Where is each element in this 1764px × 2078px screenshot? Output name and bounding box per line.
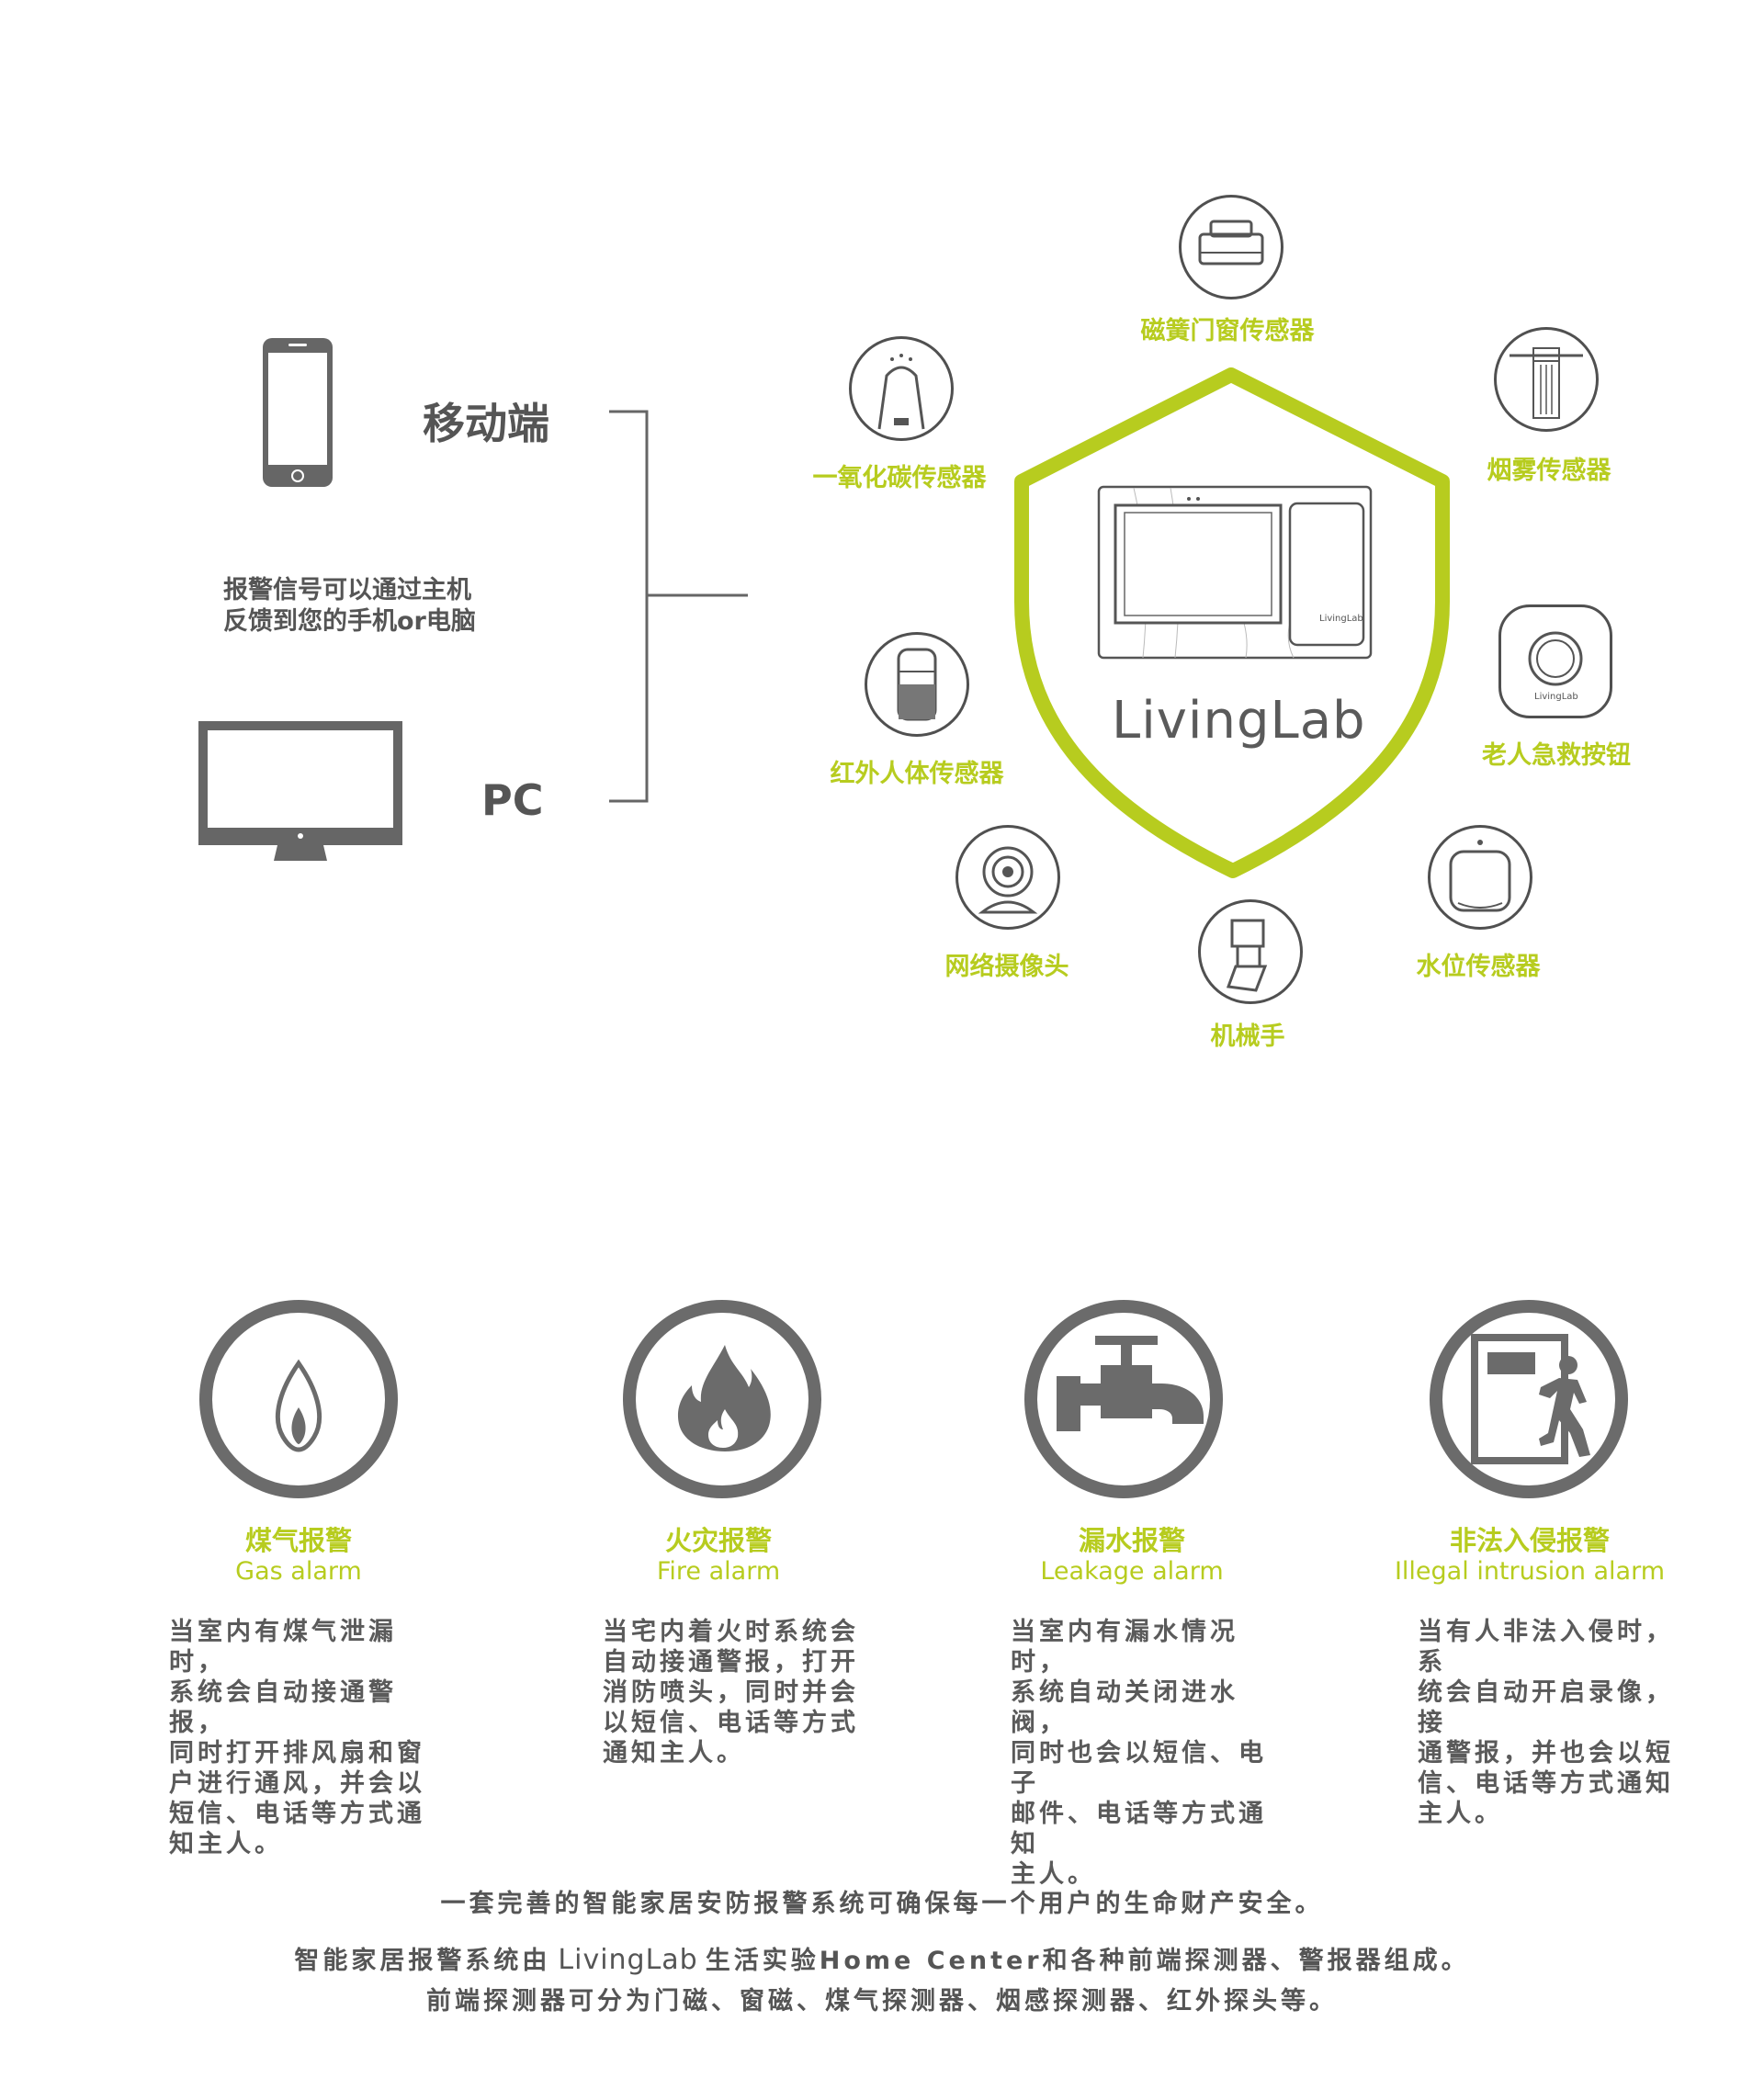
fire-icon bbox=[623, 1300, 821, 1498]
alarm-fire-desc: 当宅内着火时系统会 自动接通警报，打开 消防喷头，同时并会 以短信、电话等方式 … bbox=[603, 1618, 859, 1767]
footer-line2-suffix: 生活实验Home Center和各种前端探测器、警报器组成。 bbox=[705, 1947, 1470, 1975]
alarm-intrusion-en: Illegal intrusion alarm bbox=[1394, 1557, 1666, 1586]
alarm-gas-title: 煤气报警 Gas alarm bbox=[106, 1525, 492, 1587]
alarm-gas-zh: 煤气报警 bbox=[244, 1525, 352, 1556]
sensor-label-emergency: 老人急救按钮 bbox=[1482, 741, 1631, 770]
infrared-sensor-icon bbox=[865, 632, 969, 737]
alarm-intrusion-zh: 非法入侵报警 bbox=[1449, 1525, 1610, 1556]
co-sensor-icon bbox=[849, 336, 954, 441]
mobile-label: 移动端 bbox=[423, 399, 549, 448]
faucet-icon bbox=[1024, 1300, 1223, 1498]
footer-line2-brand: LivingLab bbox=[558, 1944, 698, 1976]
webcam-icon bbox=[956, 825, 1060, 930]
feedback-text-line1: 报警信号可以通过主机 bbox=[223, 576, 471, 604]
intruder-icon bbox=[1430, 1300, 1628, 1498]
alarm-fire-title: 火灾报警 Fire alarm bbox=[526, 1525, 911, 1587]
phone-icon bbox=[263, 338, 333, 487]
alarm-intrusion-title: 非法入侵报警 Illegal intrusion alarm bbox=[1337, 1525, 1723, 1587]
robot-arm-icon bbox=[1198, 899, 1303, 1004]
monitor-icon bbox=[198, 721, 402, 861]
pc-label: PC bbox=[481, 775, 544, 825]
home-center-device bbox=[1097, 485, 1373, 660]
device-brand-small: LivingLab bbox=[1319, 614, 1363, 624]
door-window-sensor-icon bbox=[1179, 195, 1283, 299]
footer-line2-prefix: 智能家居报警系统由 bbox=[294, 1947, 551, 1975]
alarm-fire-zh: 火灾报警 bbox=[664, 1525, 772, 1556]
alarm-leakage-title: 漏水报警 Leakage alarm bbox=[939, 1525, 1325, 1587]
sensor-label-robot-arm: 机械手 bbox=[1210, 1022, 1285, 1051]
water-level-sensor-icon bbox=[1428, 825, 1532, 930]
sensor-label-webcam: 网络摄像头 bbox=[944, 953, 1069, 981]
alarm-leakage-desc: 当室内有漏水情况时， 系统自动关闭进水阀， 同时也会以短信、电子 邮件、电话等方… bbox=[1011, 1618, 1267, 1889]
hub-brand-logo: LivingLab bbox=[1112, 691, 1366, 751]
footer-line3: 前端探测器可分为门磁、窗磁、煤气探测器、烟感探测器、红外探头等。 bbox=[426, 1987, 1338, 2016]
emergency-button-brand: LivingLab bbox=[1534, 692, 1578, 702]
sensor-label-co: 一氧化碳传感器 bbox=[812, 464, 987, 492]
alarm-fire-en: Fire alarm bbox=[656, 1557, 781, 1586]
emergency-button-icon bbox=[1498, 604, 1612, 718]
feedback-text-line2: 反馈到您的手机or电脑 bbox=[223, 607, 476, 636]
alarm-intrusion-desc: 当有人非法入侵时，系 统会自动开启录像，接 通警报，并也会以短 信、电话等方式通… bbox=[1418, 1618, 1674, 1828]
connector-bracket bbox=[609, 410, 748, 803]
sensor-label-water-level: 水位传感器 bbox=[1416, 953, 1541, 981]
alarm-gas-desc: 当室内有煤气泄漏时， 系统会自动接通警报， 同时打开排风扇和窗 户进行通风，并会… bbox=[169, 1618, 425, 1858]
alarm-leakage-zh: 漏水报警 bbox=[1078, 1525, 1185, 1556]
sensor-label-infrared: 红外人体传感器 bbox=[830, 760, 1004, 788]
sensor-label-door-window: 磁簧门窗传感器 bbox=[1140, 317, 1315, 345]
footer-line1: 一套完善的智能家居安防报警系统可确保每一个用户的生命财产安全。 bbox=[440, 1890, 1324, 1918]
alarm-gas-en: Gas alarm bbox=[235, 1557, 362, 1586]
smoke-sensor-icon bbox=[1494, 327, 1599, 432]
flame-icon bbox=[199, 1300, 398, 1498]
alarm-leakage-en: Leakage alarm bbox=[1040, 1557, 1224, 1586]
sensor-label-smoke: 烟雾传感器 bbox=[1487, 457, 1611, 485]
